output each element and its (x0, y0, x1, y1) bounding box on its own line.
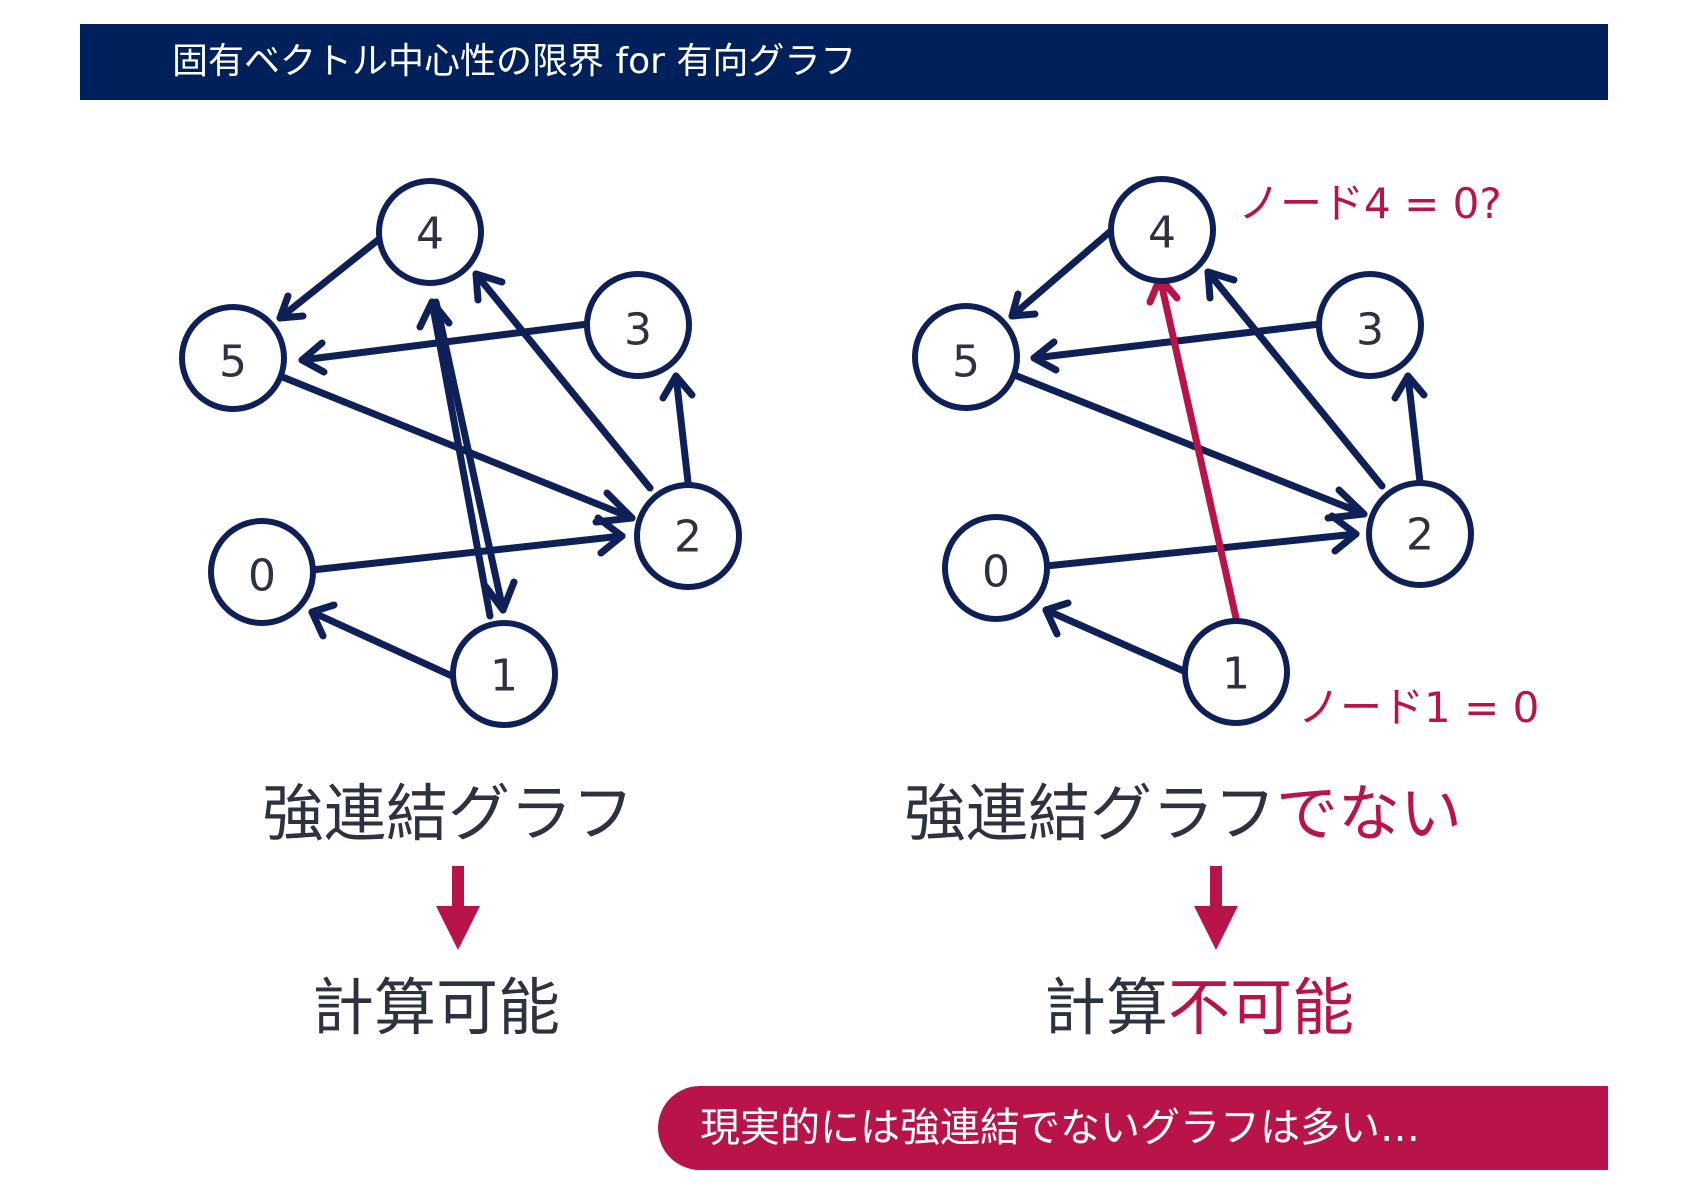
right-node-1 (1182, 618, 1290, 726)
right-caption-main: 強連結グラフ (904, 777, 1277, 850)
left-edge-2-4 (472, 270, 654, 492)
right-result-accent: 不可能 (1168, 971, 1355, 1044)
right-node-5-label: 5 (952, 337, 980, 388)
page-title: 固有ベクトル中心性の限界 for 有向グラフ (172, 41, 857, 82)
right-node-0-label: 0 (982, 547, 1010, 598)
left-node-0 (208, 518, 316, 626)
left-node-2 (634, 482, 742, 590)
left-result: 計算可能 (312, 971, 561, 1044)
right-node-2 (1366, 480, 1474, 588)
left-node-2-label: 2 (674, 512, 702, 563)
right-edge-0-2 (1042, 512, 1360, 570)
bottom-banner-text: 現実的には強連結でないグラフは多い… (700, 1105, 1420, 1151)
right-edge-4-5 (1008, 226, 1116, 320)
left-node-0-label: 0 (248, 551, 276, 602)
right-node-3-label: 3 (1356, 305, 1384, 356)
left-node-3-label: 3 (624, 305, 652, 356)
bottom-banner: 現実的には強連結でないグラフは多い… (658, 1086, 1608, 1170)
header-bar: 固有ベクトル中心性の限界 for 有向グラフ (80, 24, 1608, 100)
right-result: 計算不可能 (1044, 968, 1354, 1048)
right-node-3 (1316, 271, 1424, 379)
left-caption: 強連結グラフ (262, 777, 635, 850)
left-node-5 (179, 304, 287, 412)
right-caption: 強連結グラフでない (904, 774, 1462, 854)
left-graph (179, 178, 742, 728)
left-edge-0-2 (308, 514, 626, 574)
right-node-4 (1108, 176, 1216, 284)
left-edge-4-1 (432, 298, 518, 614)
left-node-3 (584, 271, 692, 379)
left-edge-1-0 (308, 601, 456, 680)
left-node-5-label: 5 (219, 337, 247, 388)
left-node-1 (450, 620, 558, 728)
annotation-node1: ノード1 = 0 (1298, 683, 1539, 732)
left-node-4 (376, 178, 484, 286)
right-edge-5-2 (1008, 370, 1368, 522)
left-down-arrow (436, 866, 480, 950)
left-node-1-label: 1 (490, 651, 518, 702)
right-node-0 (942, 514, 1050, 622)
right-edge-2-3 (1391, 372, 1428, 486)
left-edge-1-4 (416, 298, 494, 620)
left-node-4-label: 4 (416, 209, 444, 260)
right-graph (1008, 226, 1428, 676)
right-node-1-label: 1 (1222, 649, 1250, 700)
left-edge-4-5 (276, 236, 382, 322)
right-edge-2-4 (1204, 268, 1386, 490)
left-edge-2-3 (659, 372, 696, 486)
right-result-main: 計算 (1044, 971, 1169, 1044)
annotation-node4: ノード4 = 0? (1238, 179, 1502, 228)
right-edge-1-0 (1042, 599, 1190, 676)
right-graph-nodes (912, 176, 1474, 726)
right-node-4-label: 4 (1148, 208, 1176, 259)
right-node-5 (912, 303, 1020, 411)
right-caption-accent: でない (1276, 777, 1463, 850)
right-down-arrow (1194, 866, 1238, 950)
right-node-2-label: 2 (1406, 510, 1434, 561)
